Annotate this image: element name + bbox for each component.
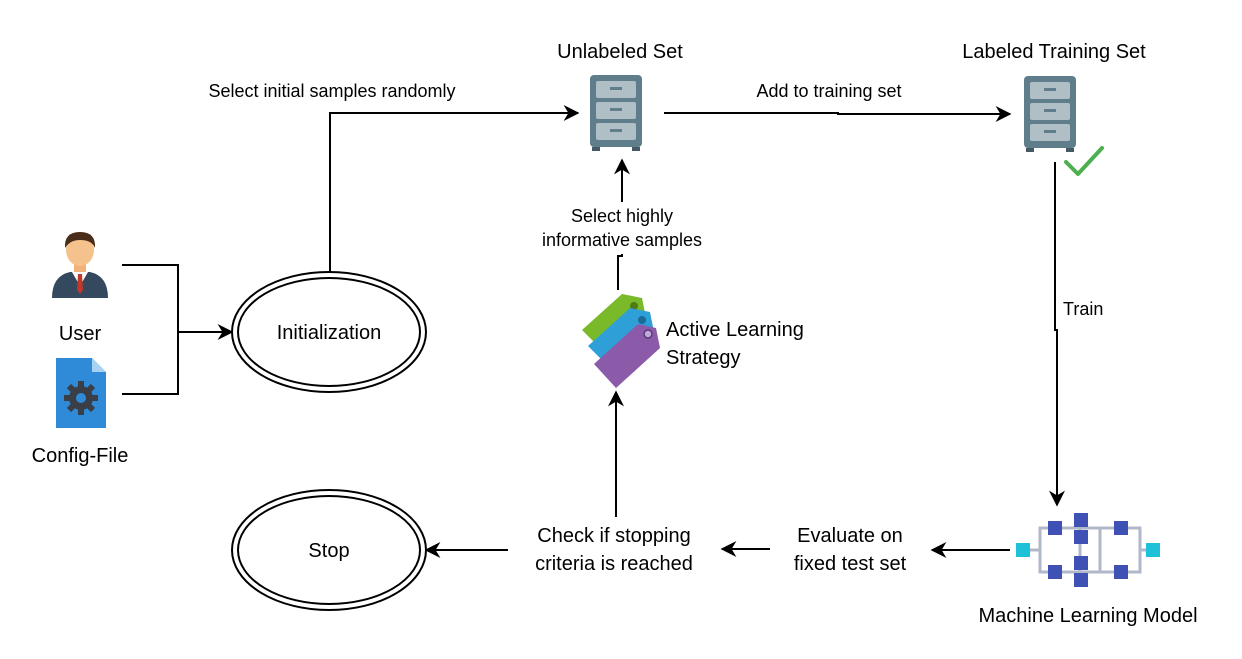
svg-text:Select initial samples randoml: Select initial samples randomly [208, 81, 455, 101]
file-cabinet-icon [590, 75, 642, 151]
labeled-training-set-label: Labeled Training Set [962, 41, 1146, 63]
edge-label-select-informative: Select highly informative samples [522, 202, 722, 254]
config-file-node: Config-File [32, 358, 129, 467]
svg-text:Add to training set: Add to training set [756, 81, 901, 101]
user-label: User [59, 323, 102, 345]
active-learning-strategy-label-line1: Active Learning [666, 319, 804, 341]
tags-icon [582, 294, 660, 388]
checkmark-icon [1064, 146, 1104, 176]
svg-text:criteria is reached: criteria is reached [535, 553, 693, 575]
labeled-training-set-node: Labeled Training Set [962, 41, 1146, 176]
edge-labeled-to-model [1049, 162, 1065, 507]
active-learning-strategy-node: Active Learning Strategy [582, 294, 804, 388]
config-file-label: Config-File [32, 445, 129, 467]
unlabeled-set-label: Unlabeled Set [557, 41, 683, 63]
edge-label-select-initial: Select initial samples randomly [208, 81, 455, 101]
initialization-label: Initialization [277, 322, 382, 344]
active-learning-strategy-label-line2: Strategy [666, 347, 740, 369]
config-file-gear-icon [56, 358, 106, 428]
svg-text:Evaluate on: Evaluate on [797, 525, 903, 547]
machine-learning-model-label: Machine Learning Model [978, 605, 1197, 627]
edge-config-to-initialization [122, 332, 179, 395]
svg-text:informative samples: informative samples [542, 230, 702, 250]
stop-node: Stop [231, 489, 427, 611]
user-avatar-icon [52, 232, 108, 298]
unlabeled-set-node: Unlabeled Set [557, 41, 683, 151]
edge-initialization-to-unlabeled [329, 105, 580, 272]
stop-label: Stop [308, 540, 349, 562]
edge-unlabeled-to-labeled [664, 106, 1012, 122]
edge-label-add-to-training: Add to training set [756, 81, 901, 101]
edge-label-evaluate: Evaluate on fixed test set [794, 525, 907, 575]
svg-text:fixed test set: fixed test set [794, 553, 907, 575]
user-node: User [52, 232, 108, 345]
file-cabinet-icon [1024, 76, 1076, 152]
svg-text:Select highly: Select highly [571, 206, 673, 226]
initialization-node: Initialization [231, 271, 427, 393]
edge-label-check-stopping: Check if stopping criteria is reached [535, 525, 693, 575]
neural-network-icon [1016, 513, 1160, 587]
edge-user-to-initialization [122, 264, 179, 332]
machine-learning-model-node: Machine Learning Model [978, 513, 1198, 627]
svg-text:Train: Train [1063, 299, 1103, 319]
edge-label-train: Train [1060, 296, 1116, 320]
svg-text:Check if stopping: Check if stopping [537, 525, 690, 547]
